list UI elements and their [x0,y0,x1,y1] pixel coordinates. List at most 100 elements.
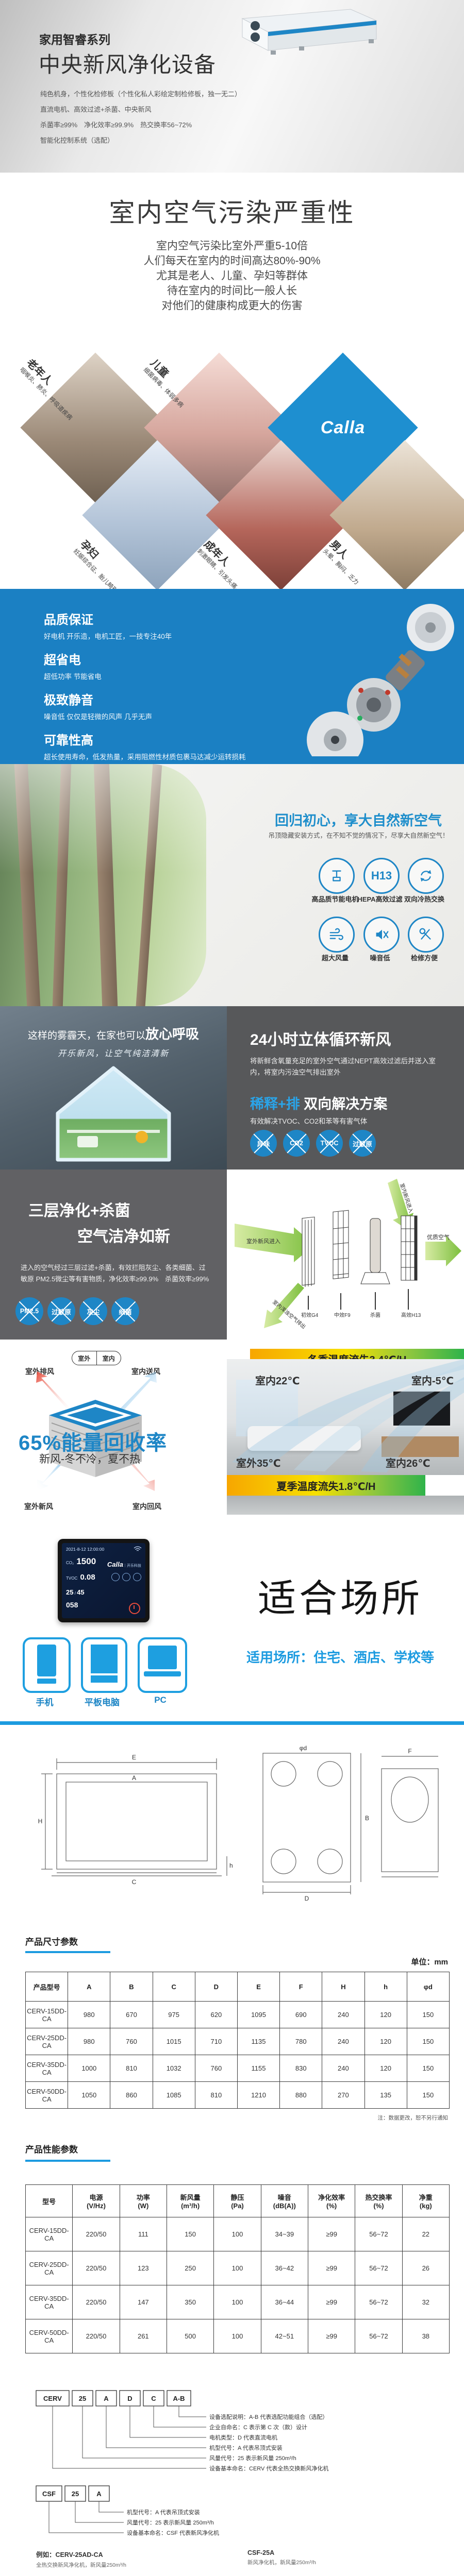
smog-script: 开乐新风，让空气纯洁清新 [57,1049,169,1058]
svg-text:φd: φd [300,1744,307,1752]
table-header: 产品型号 [25,1972,69,2002]
heading-underline [25,1951,110,1953]
pc-icon [138,1637,187,1693]
table-cell: 26 [402,2251,450,2285]
svg-text:A: A [96,2490,102,2498]
motor-feature: 极致静音 噪音低 仅仅是轻微的风声 几乎无声 [44,693,153,721]
crossed-item: TVOC [316,1130,343,1157]
power-button[interactable] [129,1603,140,1614]
table-cell: 1085 [152,2081,195,2109]
motor-feature-section: 品质保证 好电机 开乐造，电机工匠，一技专注40年 超省电 超低功率 节能省电 … [0,589,464,764]
table-cell: 220/50 [72,2319,120,2353]
table-cell: 810 [110,2055,153,2082]
svg-text:C: C [132,1878,137,1886]
table-header: h [364,1972,407,2002]
table-cell: CERV-25DD-CA [25,2251,73,2285]
svg-text:E: E [132,1754,136,1761]
table-cell: 34~39 [260,2217,308,2251]
svg-text:CSF: CSF [42,2490,56,2498]
table-cell: ≥99 [307,2285,356,2319]
header-section: 家用智睿系列 中央新风净化设备 纯色机身，个性化检修板（个性化私人彩绘定制检修板… [0,0,464,173]
solution-desc: 有效解决TVOC、CO2和苯等有害气体 [250,1117,368,1125]
crossed-pollutants: 异味 CO2 TVOC 过敏原 [250,1130,376,1157]
table-cell: ≥99 [307,2251,356,2285]
table-cell: 760 [110,2028,153,2055]
table-header: 噪音(dB(A)) [260,2184,308,2217]
crossed-pollutants: PM2.5 过敏原 灰尘 细菌 [15,1297,139,1325]
svg-text:h: h [229,1862,233,1869]
table-cell: 22 [402,2217,450,2251]
table-cell: 56~72 [355,2251,403,2285]
svg-text:CERV: CERV [43,2395,62,2402]
phone-icon [23,1637,71,1693]
svg-text:电机类型：D 代表直流电机: 电机类型：D 代表直流电机 [209,2434,277,2441]
table-cell: 830 [279,2055,323,2082]
table-cell: 120 [364,2001,407,2028]
table-cell: 240 [322,2001,365,2028]
table-cell: 1050 [68,2081,111,2109]
table-header: 电源(V/Hz) [72,2184,120,2217]
table-cell: ≥99 [307,2319,356,2353]
summer-loss-bar: 夏季温度流失1.8℃/H [227,1475,425,1496]
device-label: PC [154,1695,167,1705]
svg-text:设备基本命名：CSF 代表新风净化机: 设备基本命名：CSF 代表新风净化机 [127,2529,219,2536]
svg-text:A: A [104,2395,109,2402]
motor-icon [319,858,355,894]
table-cell: 42~51 [260,2319,308,2353]
icon-label: 超大风量 [321,954,349,962]
crossed-item: PM2.5 [15,1297,43,1325]
filtration-title-2: 空气洁净如新 [77,1228,170,1245]
energy-recovery-headline: 65%能量回收率 [19,1432,168,1454]
crossed-item: CO2 [283,1130,310,1157]
tvoc-readout: TVOC 0.08 [66,1573,95,1582]
filtration-diagram-panel: 室外新风进入 室内新风进入 室内浑浊空气排出 优质空气 [227,1170,464,1340]
svg-text:D: D [127,2395,132,2402]
motor-exploded-image [307,604,454,756]
table-cell: 220/50 [72,2285,120,2319]
table-cell: 710 [194,2028,238,2055]
temp-humidity-readout: 25 / 45 [66,1588,85,1596]
feature-line: 纯色机身，个性化检修板（个性化私人彩绘定制检修板，独一无二） [40,90,242,98]
device-label: 手机 [36,1698,54,1707]
table-cell: 150 [406,2028,450,2055]
smog-headline: 这样的雾霾天，在家也可以放心呼吸 [27,1026,200,1042]
page-title: 中央新风净化设备 [39,53,217,77]
table-heading: 产品性能参数 [25,2145,78,2155]
heat-exchange-icon [408,858,444,894]
table-header: 净重(kg) [402,2184,450,2217]
table-header: E [237,1972,280,2002]
motor-feature: 超省电 超低功率 节能省电 [44,653,102,681]
naming-example: 例如：CERV-25AD-CA 全热交换新风净化机，新风量250m³/h [36,2551,127,2568]
svg-text:25: 25 [72,2490,79,2498]
svg-text:B: B [365,1815,369,1822]
table-note: 注：数据更改，恕不另行通知 [377,2115,449,2121]
table-cell: 880 [279,2081,323,2109]
table-header: D [194,1972,238,2002]
svg-text:室外新风进入: 室外新风进入 [246,1238,280,1245]
table-cell: 980 [68,2028,111,2055]
svg-text:机型代号：A 代表吊顶式安装: 机型代号：A 代表吊顶式安装 [127,2509,200,2516]
filtration-text-panel: 三层净化+杀菌 空气洁净如新 进入的空气经过三层过滤+杀菌，有效拦阻灰尘、各类细… [0,1170,227,1340]
feature-line: 智能化控制系统（选配） [40,137,114,144]
table-cell: 100 [213,2319,261,2353]
table-cell: 220/50 [72,2217,120,2251]
icon-label: 检修方便 [410,954,438,962]
table-cell: 150 [406,2001,450,2028]
table-header: F [279,1972,323,2002]
nature-title: 回归初心，享大自然新空气 [275,813,442,828]
technical-drawing: E A H h D B φd F C [38,1744,439,1902]
svg-text:H: H [38,1818,43,1825]
smog-circulation-section: 这样的雾霾天，在家也可以放心呼吸 开乐新风，让空气纯洁清新 24小时立体循环新风… [0,1006,464,1170]
mode-buttons[interactable] [111,1573,141,1581]
table-header: 功率(W) [119,2184,167,2217]
table-header: B [110,1972,153,2002]
svg-text:A: A [132,1774,136,1782]
forest-photo [0,764,206,1006]
table-cell: ≥99 [307,2217,356,2251]
table-cell: 111 [119,2217,167,2251]
